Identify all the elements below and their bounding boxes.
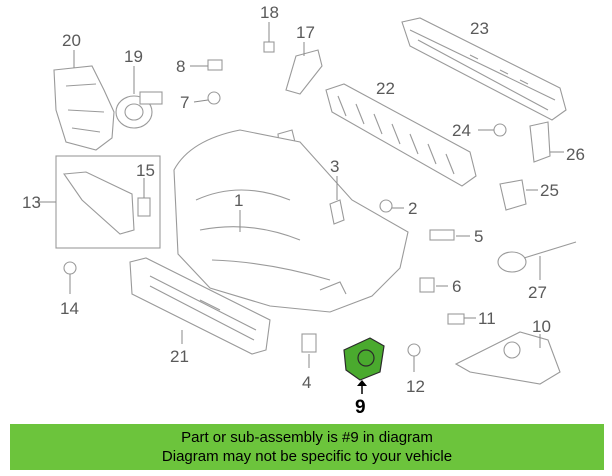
callout-2: 2 (408, 199, 417, 218)
callout-6: 6 (452, 277, 461, 296)
part-12-bolt (407, 343, 421, 372)
part-24-bolt (478, 123, 507, 137)
part-14-bolt (63, 261, 77, 294)
callout-7: 7 (180, 93, 189, 112)
part-27-tow-hook (497, 241, 577, 280)
callout-21: 21 (170, 347, 189, 366)
callout-12: 12 (406, 377, 425, 396)
exploded-parts-diagram: 23 22 20 19 18 17 8 7 (22, 3, 585, 418)
callout-20: 20 (62, 31, 81, 50)
part-3-clip (329, 176, 345, 225)
callout-17: 17 (296, 23, 315, 42)
part-9-fog-lamp-cover-highlighted[interactable] (343, 337, 385, 394)
part-18-clip (263, 22, 275, 53)
callout-3: 3 (330, 157, 339, 176)
part-10-fog-lamp-cover (454, 331, 561, 385)
part-6-clip (419, 277, 448, 293)
callout-10: 10 (532, 317, 551, 336)
part-2-clip (379, 199, 404, 213)
part-1-bumper-cover (173, 129, 409, 313)
callout-24: 24 (452, 121, 471, 140)
callout-19: 19 (124, 47, 143, 66)
callout-14: 14 (60, 299, 79, 318)
part-21-lower-grille (129, 257, 271, 355)
callout-11: 11 (478, 309, 496, 328)
part-8-clip (190, 59, 223, 71)
part-7-bolt (193, 91, 221, 105)
part-17-bracket (285, 42, 323, 95)
callout-25: 25 (540, 181, 559, 200)
part-22-absorber (325, 83, 477, 187)
callout-18: 18 (260, 3, 279, 22)
callout-4: 4 (302, 373, 311, 392)
part-26-bracket (529, 121, 564, 163)
callout-9: 9 (355, 397, 366, 418)
notice-line-2: Diagram may not be specific to your vehi… (161, 448, 453, 465)
notice-line-1: Part or sub-assembly is #9 in diagram (181, 429, 433, 446)
part-23-reinforcement (401, 17, 567, 121)
callout-8: 8 (176, 57, 185, 76)
notice-banner: Part or sub-assembly is #9 in diagram Di… (10, 424, 604, 470)
part-13-side-support (36, 155, 161, 249)
part-11-clip (447, 313, 476, 325)
callout-15: 15 (136, 161, 155, 180)
callout-5: 5 (474, 227, 483, 246)
part-4-clip (301, 333, 317, 368)
callout-1: 1 (234, 191, 243, 210)
callout-23: 23 (470, 19, 489, 38)
part-25-bracket (499, 179, 538, 211)
callout-13: 13 (22, 193, 41, 212)
part-20-bracket (53, 50, 115, 151)
part-19-holder (115, 66, 163, 129)
callout-26: 26 (566, 145, 585, 164)
callout-27: 27 (528, 283, 547, 302)
callout-22: 22 (376, 79, 395, 98)
part-5-bolt (429, 229, 470, 241)
